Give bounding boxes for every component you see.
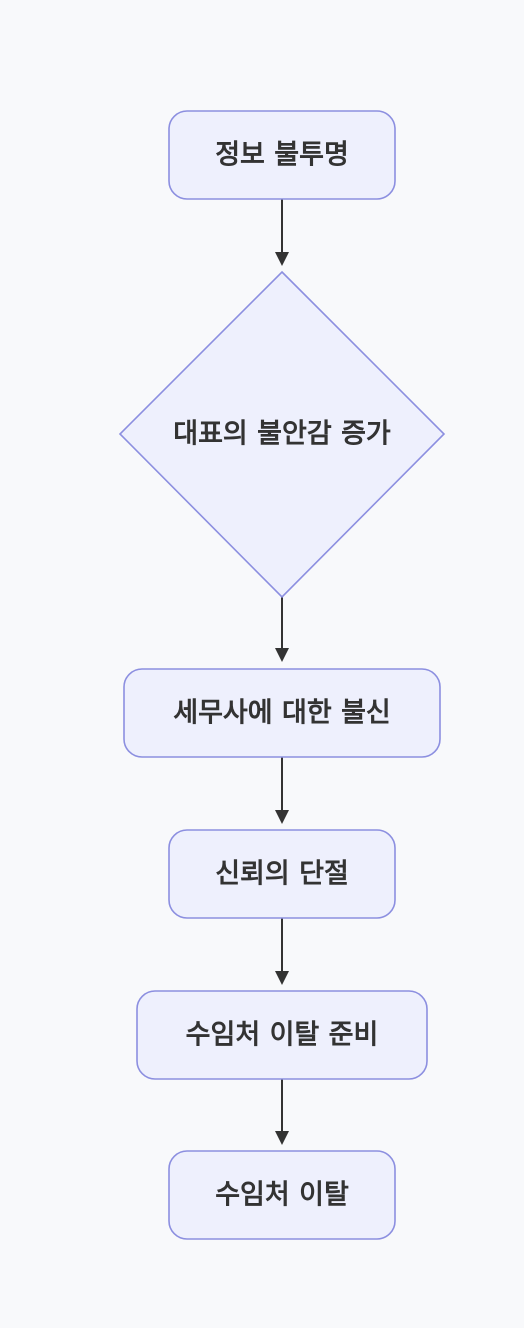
node-info-opacity-label: 정보 불투명	[215, 140, 349, 171]
node-client-leaving-label: 수임처 이탈	[215, 1180, 349, 1211]
node-distrust-of-accountant-label: 세무사에 대한 불신	[173, 698, 391, 729]
edge-2	[275, 597, 289, 662]
edge-3	[275, 757, 289, 824]
node-client-leaving-prep: 수임처 이탈 준비	[136, 990, 428, 1080]
node-trust-broken: 신뢰의 단절	[168, 829, 396, 919]
node-client-leaving-prep-label: 수임처 이탈 준비	[186, 1020, 379, 1051]
edge-1	[275, 199, 289, 266]
node-client-leaving: 수임처 이탈	[168, 1150, 396, 1240]
node-ceo-anxiety-decision: 대표의 불안감 증가	[118, 270, 446, 599]
edge-5	[275, 1079, 289, 1145]
node-ceo-anxiety-decision-label: 대표의 불안감 증가	[173, 419, 391, 450]
node-trust-broken-label: 신뢰의 단절	[215, 859, 349, 890]
node-info-opacity: 정보 불투명	[168, 110, 396, 200]
node-distrust-of-accountant: 세무사에 대한 불신	[123, 668, 441, 758]
edge-4	[275, 918, 289, 985]
